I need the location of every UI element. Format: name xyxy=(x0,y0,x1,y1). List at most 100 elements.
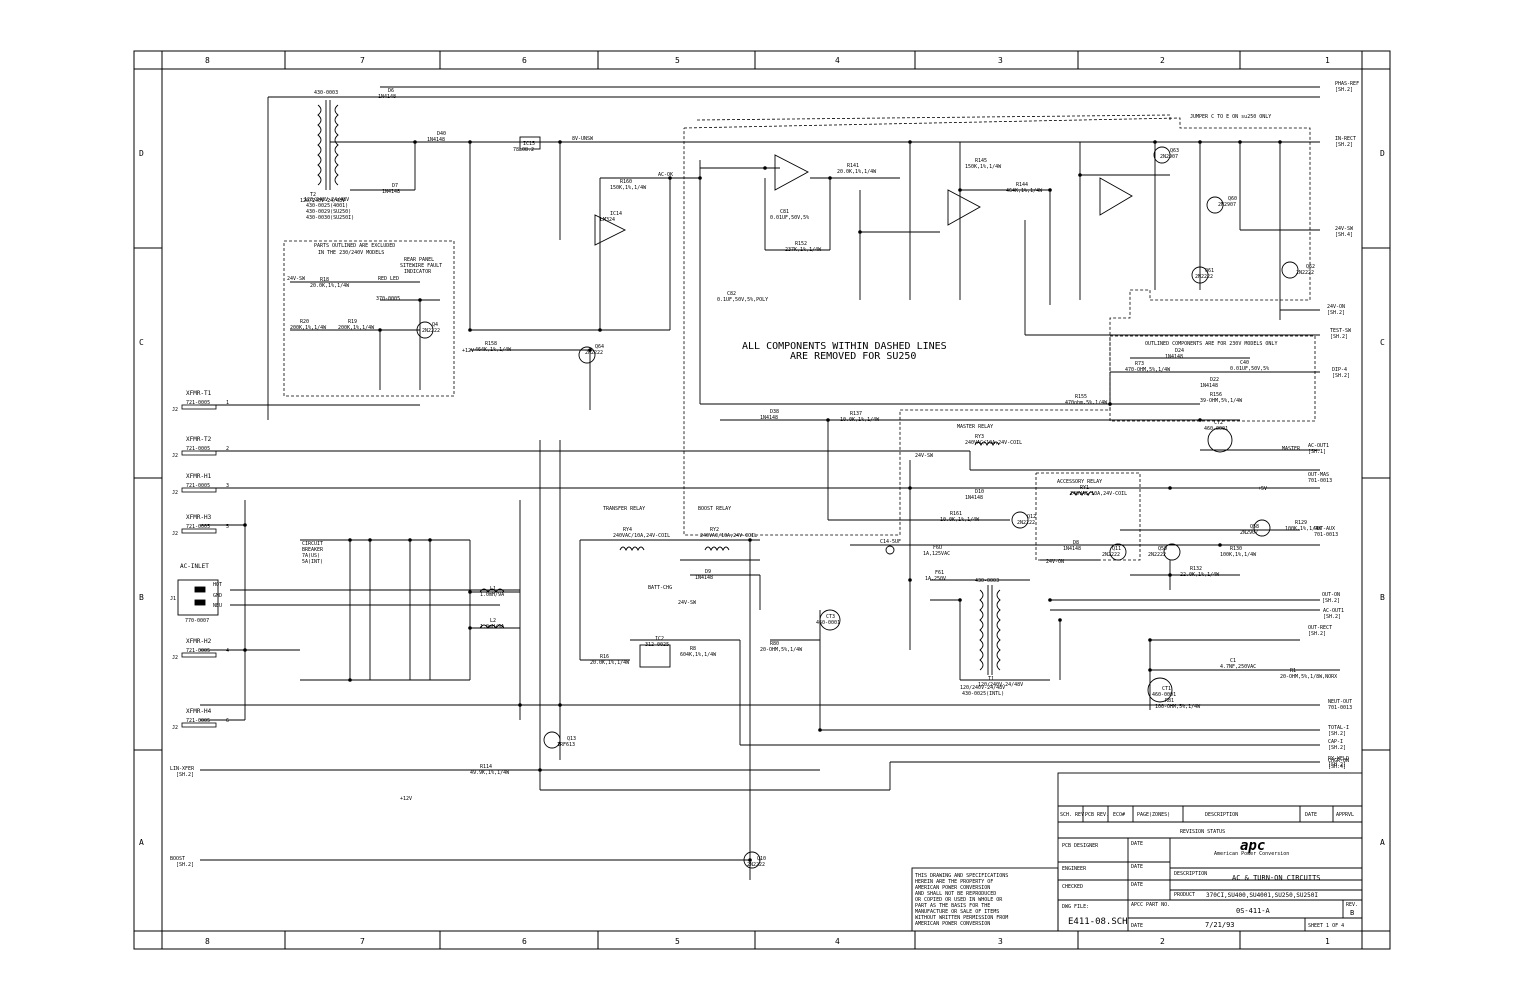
offpage-sheet: [SH.2] xyxy=(1335,87,1353,93)
zone-row-left: C xyxy=(139,338,144,347)
component-value: 240VAC/10A,24V-COIL xyxy=(1070,491,1127,497)
component-value: 20-OHM,5%,1/4W xyxy=(760,647,803,653)
junction-dot xyxy=(558,140,562,144)
component-ref: R156 xyxy=(1210,392,1222,398)
junctions xyxy=(243,140,1282,862)
zone-col-bottom: 4 xyxy=(835,937,840,946)
tb-dwg-file: E411-08.SCH xyxy=(1068,917,1128,927)
tb-date-label: DATE xyxy=(1131,923,1143,929)
component-value: 240VAC/10A,24V-COIL xyxy=(613,533,670,539)
junction-dot xyxy=(1278,140,1282,144)
component-ref: R158 xyxy=(485,341,497,347)
junction-dot xyxy=(468,626,472,630)
offpage-sheet: [SH.2] xyxy=(1308,631,1326,637)
connector-pin: 1 xyxy=(226,400,229,406)
component-value: 0.01UF,50V,5% xyxy=(770,215,809,221)
component-value: 1A,250V xyxy=(925,576,946,582)
zone-row-left: D xyxy=(139,149,144,158)
component-ref: R161 xyxy=(950,511,962,517)
junction-dot xyxy=(1198,140,1202,144)
component-ref: D6 xyxy=(388,88,394,94)
component-value: 100K,1%,1/4W xyxy=(1220,552,1257,558)
tb-eco: ECO# xyxy=(1113,812,1125,818)
component-value: 1.0mH/9A xyxy=(480,624,504,630)
junction-dot xyxy=(748,538,752,542)
connector-pin-shape xyxy=(181,404,217,410)
junction-dot xyxy=(908,140,912,144)
label-master-relay: MASTER RELAY xyxy=(957,424,993,430)
offpage-sheet: 701-0013 xyxy=(1328,705,1352,711)
component-ref: D9 xyxy=(705,569,711,575)
zone-col-bottom: 2 xyxy=(1160,937,1165,946)
zone-col-bottom: 8 xyxy=(205,937,210,946)
component-value: 200K,1%,1/4W xyxy=(338,325,375,331)
tb-apprvl: APPRVL xyxy=(1336,812,1354,818)
junction-dot xyxy=(408,538,412,542)
component-ref: D38 xyxy=(770,409,779,415)
label-c14: C14-5UF xyxy=(880,539,901,545)
label-breaker-1: CIRCUIT xyxy=(302,541,323,547)
ac-inlet-neu: NEU xyxy=(213,603,222,609)
ac-inlet-part: 770-0007 xyxy=(185,618,209,624)
component-ref: CT1 xyxy=(1162,686,1171,692)
component-ref: R141 xyxy=(847,163,859,169)
offpage-sheet: [SH.2] xyxy=(1328,762,1346,768)
notice-line: AMERICAN POWER CONVERSION xyxy=(915,921,990,927)
connector-pin: 2 xyxy=(226,446,229,452)
connector-pin: 4 xyxy=(226,648,229,654)
tb-sheet: SHEET 1 OF 4 xyxy=(1308,923,1344,929)
junction-dot xyxy=(1048,598,1052,602)
component-ref: T2 xyxy=(310,192,316,198)
junction-dot xyxy=(413,140,417,144)
component-value: 464K,1%,1/4W xyxy=(1006,188,1043,194)
label-24v-sw-3: 24V-SW xyxy=(678,600,697,606)
tb-date-1: DATE xyxy=(1131,841,1143,847)
label-ac-ok: AC-OK xyxy=(658,172,673,178)
tb-desc-label: DESCRIPTION xyxy=(1174,871,1207,877)
label-t2-1: 430-0003 xyxy=(314,90,338,96)
connector-ref: J2 xyxy=(172,531,178,537)
component-ref: RY1 xyxy=(1080,485,1089,491)
offpage-name: PHAS-REF xyxy=(1335,81,1359,87)
zone-col-bottom: 6 xyxy=(522,937,527,946)
component-value: 470ohm,5%,1/4W xyxy=(1065,400,1108,406)
zone-col-top: 6 xyxy=(522,56,527,65)
component-value: 2N2222 xyxy=(747,862,765,868)
offpage-name: LIN-XFER xyxy=(170,766,195,772)
label-accessory-relay: ACCESSORY RELAY xyxy=(1057,479,1102,485)
tb-date-val: 7/21/93 xyxy=(1205,921,1235,929)
tb-page-zones: PAGE(ZONES) xyxy=(1137,812,1170,818)
tb-checked: CHECKED xyxy=(1062,884,1083,890)
component-ref: Q64 xyxy=(595,344,604,350)
notice-line: AMERICAN POWER CONVERSION xyxy=(915,885,990,891)
component-value: 20.0K,1%,1/4W xyxy=(837,169,877,175)
component-ref: L1 xyxy=(490,586,496,592)
ac-inlet-gnd: GND xyxy=(213,593,222,599)
offpage-name: CAP-I xyxy=(1328,739,1343,745)
junction-dot xyxy=(468,328,472,332)
component-ref: Q58 xyxy=(1250,524,1259,530)
connector-pin-shape xyxy=(181,652,217,658)
component-ref: D8 xyxy=(1073,540,1079,546)
component-value: 20-OHM,5%,1/8W,NORX xyxy=(1280,674,1337,680)
component-value: 10.0K,1%,1/4W xyxy=(940,517,980,523)
component-ref: IC2 xyxy=(655,636,664,642)
junction-dot xyxy=(538,768,542,772)
component-ref: F6U xyxy=(933,545,942,551)
component-value: 1N4148 xyxy=(382,189,400,195)
component-ref: D40 xyxy=(437,131,446,137)
notice-line: THIS DRAWING AND SPECIFICATIONS xyxy=(915,873,1008,879)
offpage-sheet: [SH.2] xyxy=(1323,614,1341,620)
connector-name: XFMR-H3 xyxy=(186,514,212,521)
connector-part: 721-0005 xyxy=(186,483,210,489)
junction-dot xyxy=(1108,402,1112,406)
junction-dot xyxy=(763,166,767,170)
component-value: 460-0001 xyxy=(1204,426,1228,432)
component-ref: CT2 xyxy=(1214,420,1223,426)
component-ref: RY2 xyxy=(710,527,719,533)
component-value: 2N2222 xyxy=(422,328,440,334)
label-24v-sw-1: 24V-SW xyxy=(287,276,306,282)
note-rear-panel-1: REAR PANEL xyxy=(404,257,434,263)
connector-part: 721-0005 xyxy=(186,524,210,530)
